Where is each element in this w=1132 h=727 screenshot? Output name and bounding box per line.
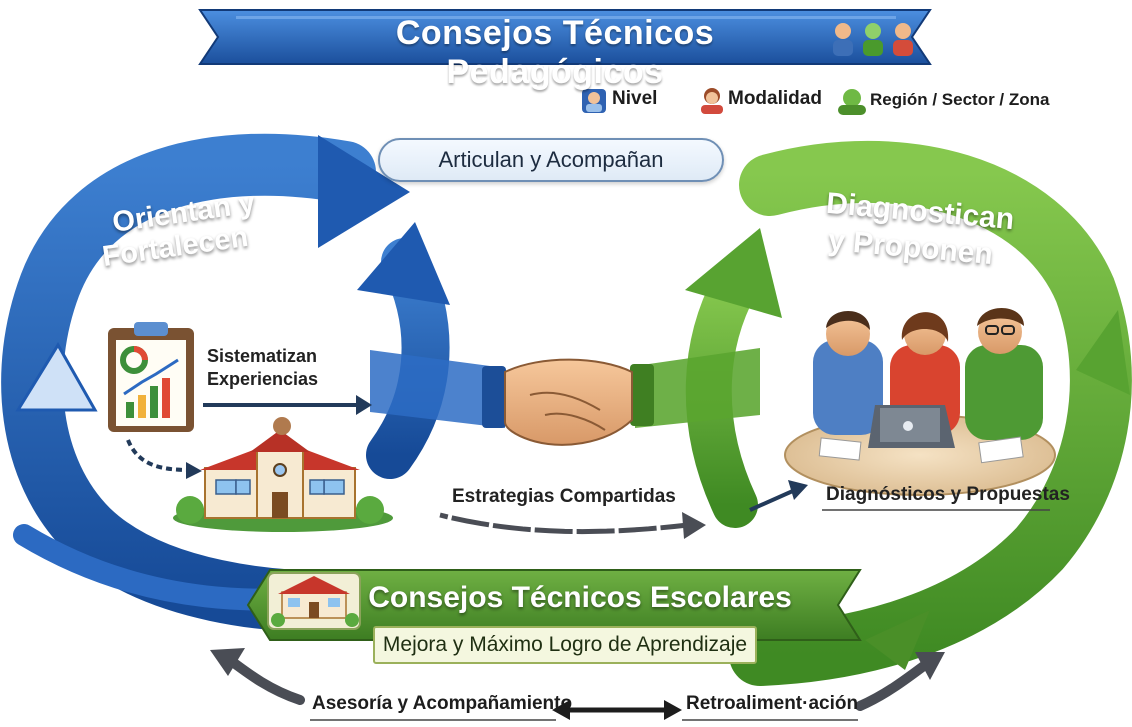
title-banner xyxy=(198,9,932,65)
systematize-label-2: Experiencias xyxy=(207,369,319,389)
shared-strategies-label: Estrategias Compartidas xyxy=(452,486,676,507)
team-illustration xyxy=(784,308,1056,496)
bottom-banner xyxy=(246,569,862,641)
legend-nivel: Nivel xyxy=(612,88,658,109)
articulate-pill: Articulan y Acompañan xyxy=(378,138,724,182)
arrow-to-diagnostics xyxy=(749,480,808,512)
diagnostics-label: Diagnósticos y Propuestas xyxy=(826,484,1070,505)
legend-modalidad: Modalidad xyxy=(728,88,822,109)
bottom-right-label: Retroaliment·ación xyxy=(686,693,859,714)
bottom-left-label: Asesoría y Acompañamiento xyxy=(312,693,573,714)
dashed-arrow-to-school xyxy=(126,439,202,479)
clipboard-icon xyxy=(108,322,194,432)
systematize-label-1: Sistematizan xyxy=(207,346,318,366)
bottom-right-arrow xyxy=(855,652,945,711)
bottom-double-arrow xyxy=(552,700,682,720)
school-building xyxy=(173,417,393,532)
region-icon xyxy=(838,89,866,115)
shared-strategies-arrow xyxy=(439,512,706,539)
banner-title: Consejos Técnicos Escolares xyxy=(368,581,792,614)
bottom-left-arrow xyxy=(210,648,305,705)
legend-region: Región / Sector / Zona xyxy=(870,90,1050,109)
page-title: Consejos Técnicos Pedagógicos xyxy=(395,14,715,91)
modalidad-icon xyxy=(701,88,723,114)
banner-subtitle: Mejora y Máximo Logro de Aprendizaje xyxy=(373,626,757,664)
arrow-to-handshake xyxy=(203,395,372,415)
nivel-icon xyxy=(582,89,606,113)
handshake xyxy=(370,348,760,446)
people-icons xyxy=(833,23,913,56)
